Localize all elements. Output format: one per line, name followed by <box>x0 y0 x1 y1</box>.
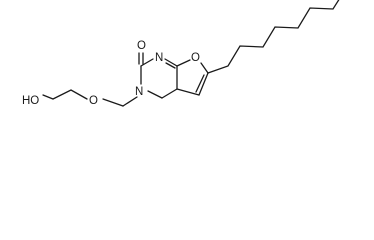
atom-label-o-carbonyl: O <box>137 40 146 52</box>
chemical-structure-diagram: O N N O O HO <box>22 0 340 107</box>
bond-oether-ethyl <box>42 89 88 100</box>
atom-label-n-substituted: N <box>135 86 143 98</box>
bond-n1-c7a-inner <box>165 62 176 69</box>
octyl-chain <box>207 0 340 74</box>
atom-label-o-furan: O <box>191 52 200 64</box>
bond-c2-n1 <box>140 58 154 67</box>
bond-n3-ch2 <box>122 96 138 107</box>
atom-label-o-ether: O <box>89 95 98 107</box>
bond-c6-c5-inner <box>195 74 205 93</box>
bond-c4-n3 <box>147 90 163 99</box>
atom-label-n-ring: N <box>155 52 163 64</box>
bond-c5-c3a <box>176 88 200 96</box>
bond-lines <box>42 0 340 107</box>
bond-n1-c7a <box>164 58 178 67</box>
bond-ch2-oether <box>102 98 124 107</box>
bond-c7a-ofuran <box>176 59 191 67</box>
bond-c3a-c4 <box>161 88 178 99</box>
atom-label-ho-terminal: HO <box>22 95 39 107</box>
bond-c6-c5 <box>198 72 209 96</box>
bond-ofuran-c6 <box>200 62 209 74</box>
